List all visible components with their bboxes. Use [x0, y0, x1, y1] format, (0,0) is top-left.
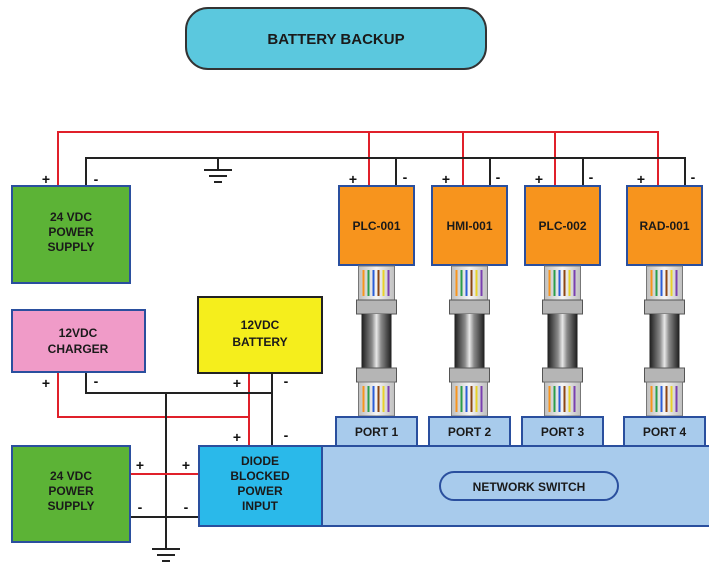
power-supply-bottom-line-2: POWER [48, 484, 94, 498]
diode-line-3: POWER [237, 484, 283, 498]
device-label: RAD-001 [639, 219, 689, 233]
power-supply-bottom-line-3: SUPPLY [48, 499, 95, 513]
power-supply-top-line-3: SUPPLY [48, 240, 95, 254]
minus-sign: - [284, 427, 289, 443]
minus-sign: - [496, 169, 501, 185]
ethernet-cable-icon [356, 265, 397, 417]
ground-icon-bottom [152, 548, 180, 562]
diode-line-2: BLOCKED [230, 469, 290, 483]
device-box [431, 185, 508, 266]
plus-sign: + [182, 457, 190, 473]
ethernet-cable-icon [449, 265, 490, 417]
device-label: HMI-001 [446, 219, 492, 233]
minus-sign: - [403, 169, 408, 185]
device-box [626, 185, 703, 266]
plus-sign: + [136, 457, 144, 473]
charger-box: 12VDC CHARGER + - [11, 309, 146, 391]
minus-sign: - [138, 499, 143, 515]
power-supply-bottom-line-1: 24 VDC [50, 469, 92, 483]
port-box [623, 416, 706, 447]
diode-line-1: DIODE [241, 454, 279, 468]
ground-icon-top [204, 158, 232, 183]
port-label: PORT 2 [448, 425, 492, 439]
plus-sign: + [349, 171, 357, 187]
plus-sign: + [637, 171, 645, 187]
device-box [524, 185, 601, 266]
device-label: PLC-002 [538, 219, 586, 233]
backup-wiring [57, 372, 273, 562]
minus-sign: - [94, 373, 99, 389]
plus-sign: + [42, 375, 50, 391]
port-label: PORT 1 [355, 425, 399, 439]
minus-sign: - [94, 171, 99, 187]
ethernet-cable-icon [542, 265, 583, 417]
power-supply-bottom: 24 VDC POWER SUPPLY + - [11, 445, 144, 543]
power-supply-top: 24 VDC POWER SUPPLY + - [11, 171, 131, 284]
device-box [338, 185, 415, 266]
minus-sign: - [589, 169, 594, 185]
port-label: PORT 3 [541, 425, 585, 439]
top-bus-wires [57, 131, 686, 185]
title-text: BATTERY BACKUP [267, 31, 404, 48]
device-column: PLC-001 + - PORT 1 [335, 169, 418, 447]
port-box [335, 416, 418, 447]
device-column: HMI-001 + - PORT 2 [428, 169, 511, 447]
plus-sign: + [233, 429, 241, 445]
minus-sign: - [184, 499, 189, 515]
power-supply-top-line-1: 24 VDC [50, 210, 92, 224]
charger-line-2: CHARGER [48, 342, 109, 356]
battery-line-2: BATTERY [232, 335, 287, 349]
device-column: RAD-001 + - PORT 4 [623, 169, 706, 447]
device-column: PLC-002 + - PORT 3 [521, 169, 604, 447]
network-switch: NETWORK SWITCH [321, 445, 709, 527]
battery-box: 12VDC BATTERY + - [197, 296, 323, 391]
power-supply-top-line-2: POWER [48, 225, 94, 239]
plus-sign: + [233, 375, 241, 391]
title-box: BATTERY BACKUP [185, 7, 487, 70]
plus-sign: + [442, 171, 450, 187]
network-switch-label: NETWORK SWITCH [473, 480, 586, 494]
minus-sign: - [284, 373, 289, 389]
plus-sign: + [42, 171, 50, 187]
diode-line-4: INPUT [242, 499, 279, 513]
plus-sign: + [535, 171, 543, 187]
device-label: PLC-001 [352, 219, 400, 233]
port-box [521, 416, 604, 447]
diode-power-input: DIODE BLOCKED POWER INPUT + - + - [182, 427, 323, 527]
port-label: PORT 4 [643, 425, 687, 439]
charger-line-1: 12VDC [59, 326, 98, 340]
minus-sign: - [691, 169, 696, 185]
battery-line-1: 12VDC [241, 318, 280, 332]
ethernet-cable-icon [644, 265, 685, 417]
